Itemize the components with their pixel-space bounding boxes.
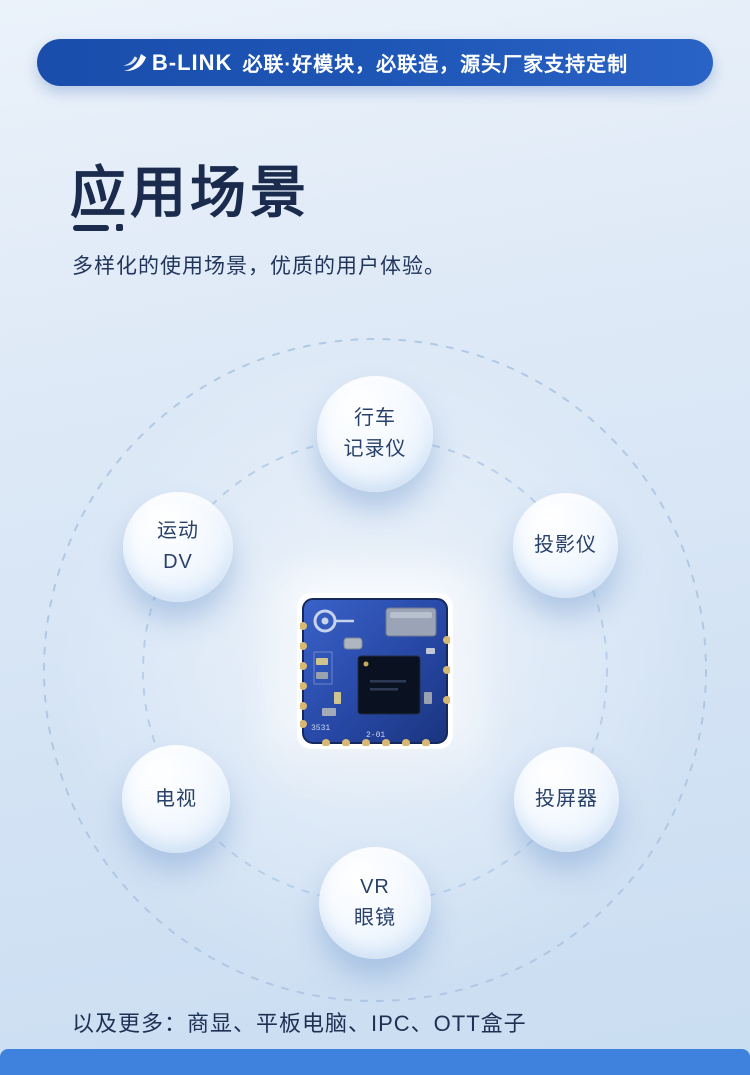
- bubble-label: VR: [360, 876, 390, 898]
- bubble-vr-glasses: VR 眼镜: [319, 847, 431, 959]
- page-subtitle: 多样化的使用场景，优质的用户体验。: [72, 255, 446, 278]
- wing-icon: [122, 53, 146, 71]
- bubble-label: 眼镜: [354, 907, 396, 929]
- wifi-module-image: 3531 2-01: [297, 593, 453, 749]
- bubble-label: 行车: [354, 407, 396, 429]
- bubble-label: 记录仪: [343, 438, 407, 460]
- title-mark-bar: [73, 224, 109, 231]
- bubble-sports-dv: 运动 DV: [123, 492, 233, 602]
- bubble-label: DV: [163, 551, 193, 573]
- bubble-label: 投影仪: [534, 534, 597, 556]
- title-mark-dot: [116, 224, 123, 231]
- pcb-module-icon: 3531 2-01: [300, 598, 450, 746]
- more-scenarios-text: 以及更多：商显、平板电脑、IPC、OTT盒子: [72, 1011, 527, 1036]
- banner-slogan: 必联·好模块，必联造，源头厂家支持定制: [242, 54, 629, 76]
- bubble-projector: 投影仪: [513, 493, 618, 598]
- top-banner: B-LINK 必联·好模块，必联造，源头厂家支持定制: [37, 39, 713, 86]
- title-underline-mark: [73, 224, 123, 231]
- bubble-label: 电视: [155, 787, 197, 810]
- bubble-label: 运动: [157, 520, 199, 542]
- bubble-screen-caster: 投屏器: [514, 747, 619, 852]
- svg-text:2-01: 2-01: [366, 731, 385, 740]
- svg-text:3531: 3531: [311, 724, 330, 733]
- bubble-dashcam: 行车 记录仪: [317, 376, 433, 492]
- bubble-label: 投屏器: [535, 788, 598, 810]
- footer-bar: [0, 1049, 750, 1075]
- brand-logo: B-LINK: [122, 50, 233, 76]
- page-title: 应用场景: [70, 161, 310, 224]
- brand-logo-text: B-LINK: [151, 49, 233, 75]
- bubble-tv: 电视: [122, 745, 230, 853]
